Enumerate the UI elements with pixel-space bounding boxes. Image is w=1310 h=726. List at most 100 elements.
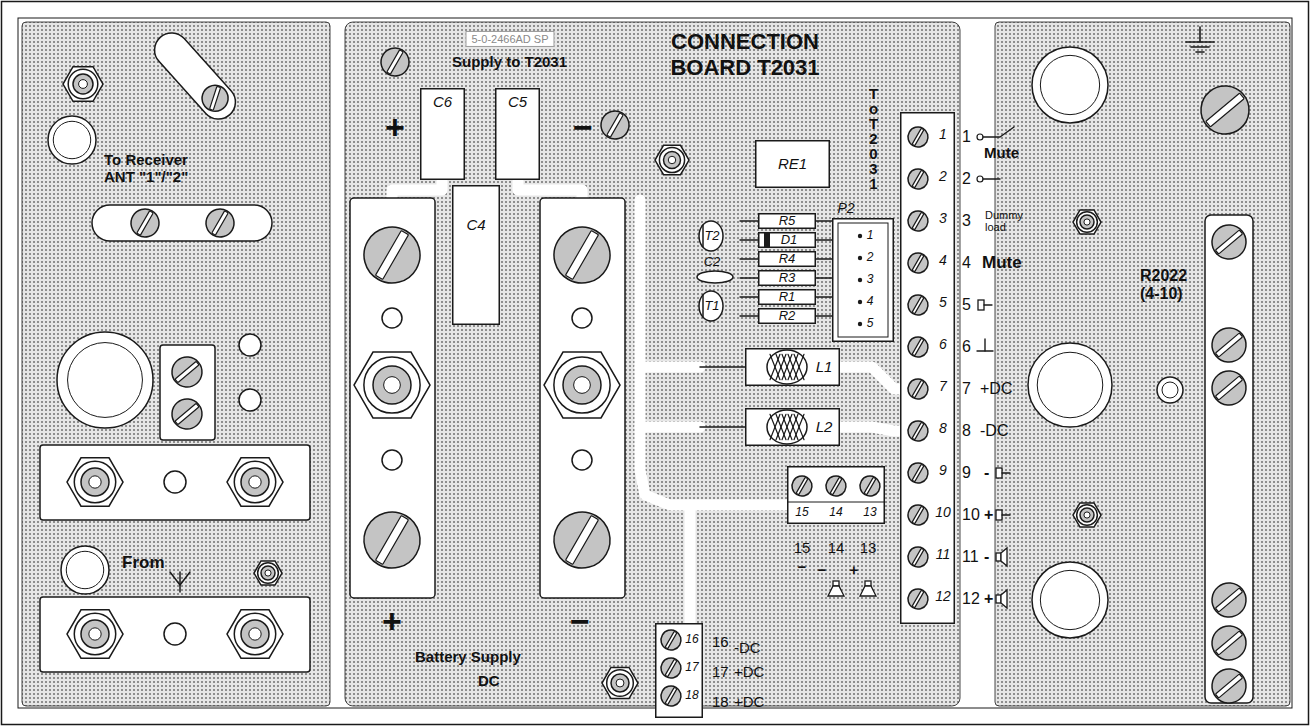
- polarity-sign: -: [984, 548, 989, 566]
- nut-hole: [616, 679, 624, 687]
- component-body: [759, 214, 816, 229]
- supply-label: Supply to T2031: [452, 54, 567, 71]
- inductor-winding: [782, 414, 792, 440]
- mount-ring: [48, 116, 96, 164]
- relay: RE1: [755, 140, 830, 188]
- screw-head: [904, 501, 931, 528]
- terminal-number: 6: [962, 338, 971, 356]
- screw-head: [788, 472, 815, 499]
- hex-nut: [1073, 503, 1101, 527]
- pin-dot: [858, 234, 862, 238]
- supply-label: Battery Supply: [415, 649, 521, 666]
- transistor: T1: [698, 290, 724, 322]
- terminal-number: 1: [939, 127, 947, 142]
- battery-terminal-bar: [540, 198, 625, 598]
- inductor-winding: [776, 414, 786, 440]
- part-name: R2022 (4-10): [1140, 267, 1202, 302]
- inductor-winding: [794, 414, 804, 440]
- screw-slot: [912, 128, 924, 145]
- inductor-winding: [788, 354, 798, 380]
- speaker-symbol: [1001, 548, 1007, 566]
- mount-hole: [1037, 352, 1103, 418]
- component-outline: [832, 218, 894, 342]
- screw-slot: [830, 477, 842, 494]
- fuse-holder: [92, 205, 272, 241]
- screw-rim: [904, 123, 931, 150]
- connector-housing: [838, 223, 888, 337]
- ground-symbol: [1191, 46, 1209, 48]
- nut-washer: [554, 357, 610, 413]
- screw-slot: [212, 211, 229, 235]
- hex-nut: [67, 458, 123, 506]
- terminal-number: 7: [939, 379, 947, 394]
- polarity-sign: +: [850, 562, 859, 579]
- headphone-symbol: [996, 510, 1002, 520]
- antenna-label: To Receiver ANT "1"/"2": [104, 152, 216, 185]
- antenna-symbol: [170, 572, 190, 585]
- inductor-winding: [776, 354, 786, 380]
- inductor-winding: [788, 414, 798, 440]
- ground-symbol: [984, 339, 985, 351]
- terminal-number: 17: [712, 664, 729, 681]
- inductor-winding: [782, 414, 792, 440]
- screw-rim: [544, 217, 620, 293]
- transistor-body: [699, 221, 723, 251]
- component-label: R1: [779, 290, 796, 304]
- headphone-symbol: [996, 468, 1002, 478]
- inductor-winding: [776, 354, 786, 380]
- component-label: R4: [779, 252, 796, 266]
- screw-rim: [822, 472, 849, 499]
- screw-slot: [375, 516, 408, 565]
- screw-head: [904, 333, 931, 360]
- screw-rim: [1205, 321, 1253, 369]
- screw-rim: [201, 204, 239, 242]
- nut-bolt: [81, 620, 109, 648]
- polarity-sign: -: [984, 464, 989, 482]
- mount-hole: [1040, 570, 1099, 629]
- mounting-hole: [164, 471, 186, 493]
- speaker-symbol: [1001, 590, 1007, 608]
- component-outline: [452, 185, 500, 325]
- component-label: C2: [704, 255, 721, 269]
- headphone-symbol: [984, 304, 992, 305]
- screw-head: [1205, 364, 1253, 412]
- terminal-number: 3: [939, 211, 947, 226]
- nut-washer: [74, 613, 115, 654]
- headphone-symbol: [978, 300, 984, 310]
- ground-symbol: [977, 350, 993, 351]
- terminal-number: 14: [828, 540, 845, 557]
- nut-hole: [265, 570, 271, 576]
- mounting-hole: [1157, 377, 1183, 403]
- nut-washer: [234, 461, 275, 502]
- nut-bolt: [563, 366, 601, 404]
- screw-head: [904, 585, 931, 612]
- mount-hole: [1040, 55, 1099, 114]
- nut-bolt: [73, 74, 93, 94]
- screw-head: [904, 459, 931, 486]
- polarity-sign: +: [984, 506, 993, 524]
- mount-hole: [53, 121, 90, 158]
- component-label: 4: [867, 295, 874, 308]
- screw-head: [354, 217, 430, 293]
- nut-bolt: [373, 366, 411, 404]
- component-label: L1: [816, 359, 833, 376]
- mount-ring: [1032, 47, 1108, 123]
- screw-head: [856, 472, 883, 499]
- screw-rim: [904, 333, 931, 360]
- hex-nut: [227, 458, 283, 506]
- terminal-number: 2: [939, 169, 947, 184]
- screw-slot: [864, 477, 876, 494]
- screw-head: [904, 417, 931, 444]
- terminal-dot: [977, 176, 983, 182]
- diode-band: [764, 233, 770, 247]
- antenna-socket-plate: [40, 597, 310, 672]
- screw-slot: [912, 590, 924, 607]
- terminal-number: 11: [936, 547, 951, 562]
- component-label: P2: [837, 201, 854, 216]
- screw-slot: [665, 659, 677, 676]
- component-body: [759, 233, 816, 248]
- terminal-number: 5: [939, 295, 947, 310]
- board-panel: [345, 22, 960, 706]
- mount-hole: [66, 551, 103, 588]
- terminal-number: 16: [712, 634, 729, 651]
